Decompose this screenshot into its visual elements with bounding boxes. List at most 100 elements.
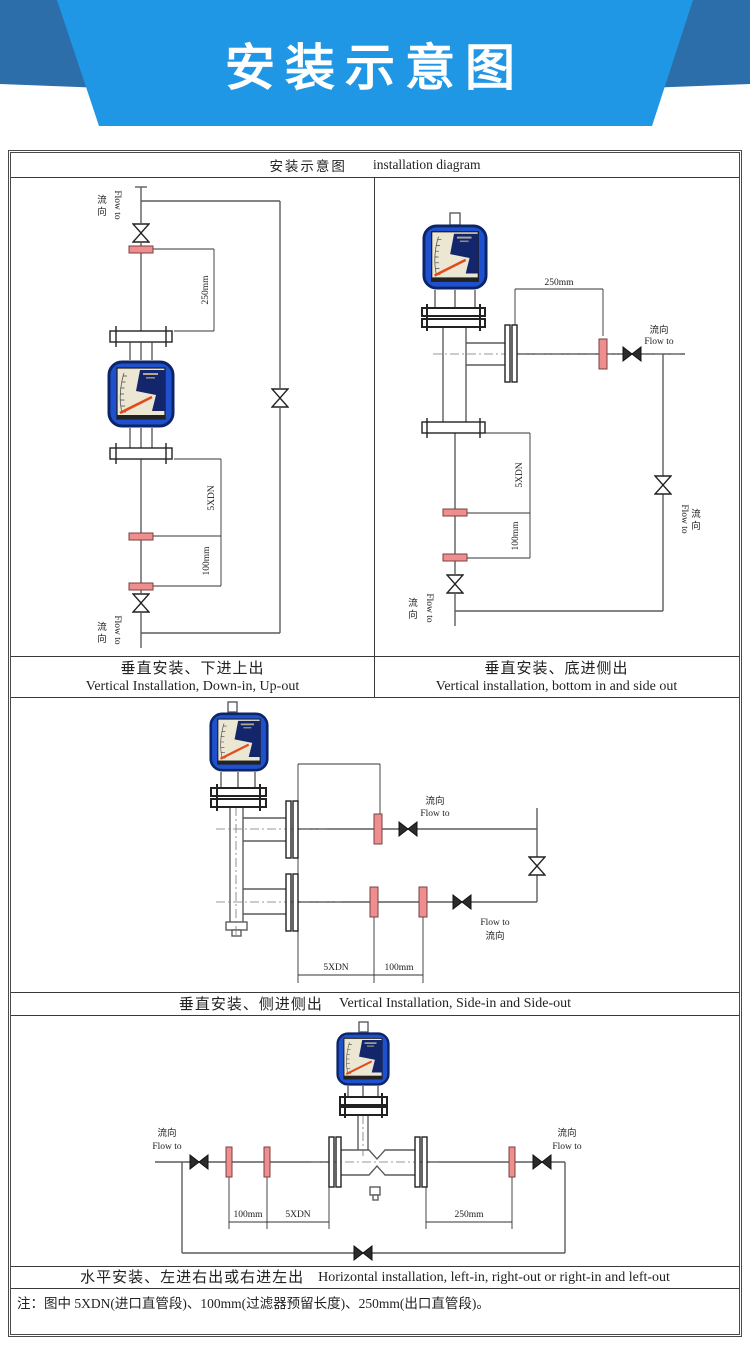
flow-meter-icon [107,360,175,428]
svg-text:100mm: 100mm [384,963,414,973]
diagram-vertical-bottom-in-side-out: 流向 Flow to Flow to 流 向 流 向 Flow to 250mm… [375,178,738,656]
filter-strip [225,1146,233,1178]
svg-text:流向: 流向 [425,795,444,807]
dimension-labels: 5XDN 100mm [323,963,414,973]
valve-icon [189,1154,209,1170]
bolts [220,772,256,788]
svg-text:250mm: 250mm [454,1210,484,1220]
svg-text:向: 向 [408,609,418,621]
centerlines [216,807,341,938]
banner-dark-right [646,0,750,88]
flange [421,304,486,331]
page-title: 安装示意图 [225,40,525,96]
svg-text:向: 向 [691,520,701,532]
dimension-lines [297,763,424,983]
svg-text:向: 向 [97,206,107,218]
svg-text:5XDN: 5XDN [285,1210,310,1220]
diagram-panel: 安装示意图 installation diagram [8,150,742,1337]
caption-zh: 垂直安装、下进上出 [120,660,265,677]
bolts [347,1086,379,1097]
dimension-lines [467,288,604,559]
panel-title-row: 安装示意图 installation diagram [11,153,739,178]
pipes [135,186,281,648]
svg-text:向: 向 [97,633,107,645]
valve-icon [132,593,150,613]
svg-text:流向: 流向 [557,1127,576,1139]
bypass-valve-icon [271,388,289,408]
caption-zh: 水平安装、左进右出或右进左出 [80,1269,305,1286]
flow-labels: 流 向 Flow to 流 向 Flow to [97,190,122,645]
filter-strip [418,886,428,918]
svg-text:5XDN: 5XDN [323,963,348,973]
panel-title-en: installation diagram [372,157,481,172]
flow-meter-icon [336,1032,390,1086]
diagram-vertical-down-in-up-out: 流 向 Flow to 流 向 Flow to 250mm 5XDN 100mm [11,178,375,656]
svg-text:流向: 流向 [649,324,668,336]
branch-flanges [285,800,299,932]
flow-labels: 流向 Flow to 流向 Flow to [152,1127,582,1152]
svg-text:100mm: 100mm [233,1210,263,1220]
svg-text:流: 流 [97,194,107,206]
svg-text:5XDN: 5XDN [207,485,217,510]
svg-text:250mm: 250mm [201,275,211,305]
dimension-labels: 100mm 5XDN 250mm [233,1210,484,1220]
bypass-valve-icon [654,475,672,495]
svg-text:100mm: 100mm [202,546,212,576]
dimension-labels: 250mm 5XDN 100mm [201,275,217,576]
diagram-vertical-side-in-side-out: 流向 Flow to Flow to 流向 5XDN 100mm [11,698,739,992]
valve-icon [452,894,472,910]
dimension-lines [228,1177,513,1229]
filter-strip [508,1146,516,1178]
bypass-valve-icon [353,1245,373,1261]
flange [109,443,173,464]
svg-text:流: 流 [691,508,701,520]
bolts [129,342,153,448]
diagram-horizontal: 流向 Flow to 流向 Flow to 100mm 5XDN 250mm [11,1016,739,1266]
banner-shape [0,0,750,126]
valve-icon [132,223,150,243]
caption-en: Vertical Installation, Down-in, Up-out [85,679,300,694]
banner-dark-left [0,0,104,88]
svg-text:Flow to: Flow to [480,918,510,928]
svg-text:Flow to: Flow to [679,504,689,534]
filter-strip [128,532,154,541]
svg-text:Flow to: Flow to [152,1142,182,1152]
svg-text:Flow to: Flow to [552,1142,582,1152]
svg-text:5XDN: 5XDN [515,462,525,487]
flange [339,1093,388,1118]
valve-icon [622,346,642,362]
filter-strip [598,338,608,370]
svg-text:250mm: 250mm [544,278,574,288]
bypass-valve-icon [528,856,546,876]
outlet-flange [504,324,518,383]
valve-icon [398,821,418,837]
note: 注：图中 5XDN(进口直管段)、100mm(过滤器预留长度)、250mm(出口… [17,1296,490,1311]
flow-labels: 流向 Flow to Flow to 流向 [420,795,510,942]
svg-text:Flow to: Flow to [644,337,674,347]
caption-en: Vertical Installation, Side-in and Side-… [338,996,572,1011]
flange [210,784,267,811]
caption-bottom-in-side-out: 垂直安装、底进侧出 Vertical installation, bottom … [375,657,738,697]
valve-icon [446,574,464,594]
top-diagrams-row: 流 向 Flow to 流 向 Flow to 250mm 5XDN 100mm [11,178,739,656]
captions-row-top: 垂直安装、下进上出 Vertical Installation, Down-in… [11,656,739,698]
svg-text:流向: 流向 [157,1127,176,1139]
filter-strip [442,553,468,562]
svg-text:100mm: 100mm [511,521,521,551]
filter-strip [373,813,383,845]
flow-meter-icon [422,224,488,290]
caption-down-in-up-out: 垂直安装、下进上出 Vertical Installation, Down-in… [11,657,375,697]
filter-strip [369,886,379,918]
caption-side-in-side-out: 垂直安装、侧进侧出 Vertical Installation, Side-in… [11,992,739,1016]
bolts [434,290,476,308]
caption-en: Horizontal installation, left-in, right-… [318,1269,670,1285]
caption-horizontal: 水平安装、左进右出或右进左出 Horizontal installation, … [11,1266,739,1289]
svg-text:Flow to: Flow to [112,615,122,645]
dimension-lines [153,248,222,587]
flow-labels: 流向 Flow to Flow to 流 向 流 向 Flow to [408,324,701,623]
filter-strip [263,1146,271,1178]
filter-strip [128,245,154,254]
header-banner: 安装示意图 [0,0,750,150]
caption-en: Vertical installation, bottom in and sid… [435,679,678,694]
banner-light-trapezoid [57,0,693,126]
